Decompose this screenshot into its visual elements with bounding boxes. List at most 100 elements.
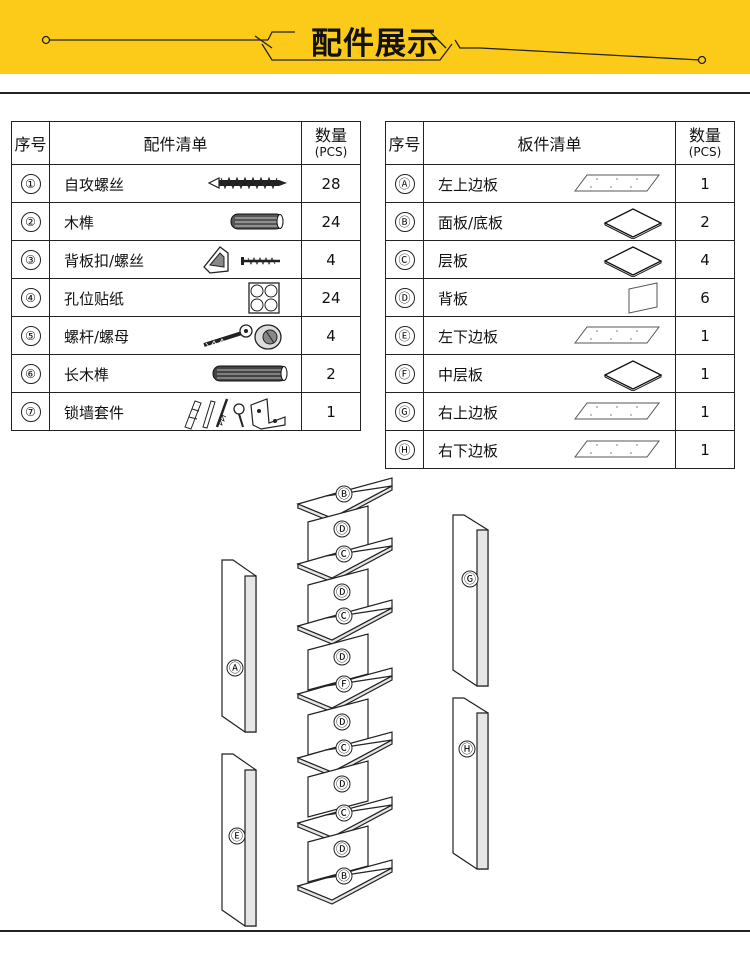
table-row: ③ 背板扣/螺丝 4 [11, 240, 361, 279]
row-letter: Ⓖ [394, 401, 415, 422]
shelf-label: Ⓑ [338, 487, 350, 501]
shelf-label-circle [335, 607, 353, 625]
item-name: 背板 [438, 290, 469, 308]
table-row: Ⓒ 层板 4 [385, 240, 735, 279]
side-panel-label-e: Ⓔ [231, 829, 243, 843]
page-title: 配件展示 [311, 26, 439, 62]
back-panel-label: Ⓓ [336, 585, 348, 599]
item-name: 层板 [438, 252, 469, 270]
item-qty: 2 [675, 202, 735, 241]
hardware-table: 序号 配件清单 数量(PCS) ① 自攻螺丝 28 ② 木榫 [11, 121, 361, 431]
screw-icon [207, 176, 287, 190]
back-panel-label-circle [333, 520, 351, 538]
bottom-divider [0, 930, 750, 932]
long-panel-icon [574, 174, 660, 192]
shelf-label-circle [335, 867, 353, 885]
item-qty: 4 [675, 240, 735, 279]
row-letter: Ⓒ [394, 249, 415, 270]
long-panel-icon [574, 440, 660, 458]
banner-decoration [41, 29, 707, 65]
table-row: Ⓖ 右上边板 1 [385, 392, 735, 431]
row-number: ① [20, 173, 41, 194]
item-qty: 4 [301, 316, 361, 355]
row-letter: Ⓑ [394, 211, 415, 232]
side-panel-a-edge [244, 575, 257, 733]
row-letter: Ⓗ [394, 439, 415, 460]
back-panel-label: Ⓓ [336, 522, 348, 536]
item-qty: 2 [301, 354, 361, 393]
header-item: 板件清单 [423, 121, 676, 165]
back-panel-label-circle [333, 648, 351, 666]
row-number: ② [20, 211, 41, 232]
item-qty: 6 [675, 278, 735, 317]
side-panel-e-edge [244, 769, 257, 927]
side-panel-label-g: Ⓖ [464, 572, 476, 586]
item-name: 木榫 [64, 214, 95, 232]
item-name: 右下边板 [438, 442, 499, 460]
item-name: 自攻螺丝 [64, 176, 125, 194]
row-letter: Ⓐ [394, 173, 415, 194]
row-number: ⑦ [20, 401, 41, 422]
board-table: 序号 板件清单 数量(PCS) Ⓐ 左上边板 1 Ⓑ 面板/底板 [385, 121, 735, 469]
wall-anchor-kit-icon [184, 398, 286, 430]
hole-sticker-icon [248, 282, 280, 314]
item-qty: 1 [675, 164, 735, 203]
row-number: ⑤ [20, 325, 41, 346]
backboard-clip-icon [203, 246, 280, 274]
board-table-header: 序号 板件清单 数量(PCS) [385, 121, 735, 165]
item-name: 右上边板 [438, 404, 499, 422]
diamond-panel-icon [603, 208, 663, 239]
diamond-panel-icon [603, 360, 663, 391]
table-row: Ⓑ 面板/底板 2 [385, 202, 735, 241]
side-panel-h-edge [476, 712, 489, 870]
item-name: 螺杆/螺母 [64, 328, 130, 346]
shelf-label-circle [335, 804, 353, 822]
row-number: ③ [20, 249, 41, 270]
item-name: 孔位贴纸 [64, 290, 125, 308]
row-number: ④ [20, 287, 41, 308]
cam-bolt-nut-icon [203, 324, 282, 350]
item-qty: 24 [301, 278, 361, 317]
wooden-dowel-icon [230, 213, 284, 230]
item-qty: 1 [675, 392, 735, 431]
item-name: 左上边板 [438, 176, 499, 194]
shelf-label: Ⓒ [338, 806, 350, 820]
item-qty: 4 [301, 240, 361, 279]
item-name: 左下边板 [438, 328, 499, 346]
table-row: ④ 孔位贴纸 24 [11, 278, 361, 317]
back-panel-icon [628, 282, 658, 314]
table-row: Ⓐ 左上边板 1 [385, 164, 735, 203]
header-qty: 数量(PCS) [675, 121, 735, 165]
shelf-label-circle [335, 739, 353, 757]
item-name: 锁墙套件 [64, 404, 125, 422]
back-panel-label: Ⓓ [336, 777, 348, 791]
back-panel-label: Ⓓ [336, 650, 348, 664]
shelf-label-circle [335, 545, 353, 563]
long-panel-icon [574, 326, 660, 344]
item-qty: 24 [301, 202, 361, 241]
side-panel-g-edge [476, 529, 489, 687]
back-panel-label: Ⓓ [336, 715, 348, 729]
shelf-label: Ⓒ [338, 609, 350, 623]
table-row: Ⓔ 左下边板 1 [385, 316, 735, 355]
header-item: 配件清单 [49, 121, 302, 165]
table-row: ⑤ 螺杆/螺母 4 [11, 316, 361, 355]
row-letter: Ⓔ [394, 325, 415, 346]
top-divider [0, 92, 750, 94]
item-name: 背板扣/螺丝 [64, 252, 145, 270]
table-row: ① 自攻螺丝 28 [11, 164, 361, 203]
side-panel-label-h: Ⓗ [461, 742, 473, 756]
item-qty: 28 [301, 164, 361, 203]
item-name: 长木榫 [64, 366, 110, 384]
header-qty: 数量(PCS) [301, 121, 361, 165]
shelf-label: Ⓕ [338, 677, 350, 691]
item-name: 中层板 [438, 366, 484, 384]
shelf-label: Ⓒ [338, 741, 350, 755]
side-panel-label-a: Ⓐ [229, 661, 241, 675]
diamond-panel-icon [603, 246, 663, 277]
row-number: ⑥ [20, 363, 41, 384]
side-panel-labels: Ⓐ Ⓔ Ⓖ Ⓗ [226, 570, 479, 845]
item-qty: 1 [675, 430, 735, 469]
